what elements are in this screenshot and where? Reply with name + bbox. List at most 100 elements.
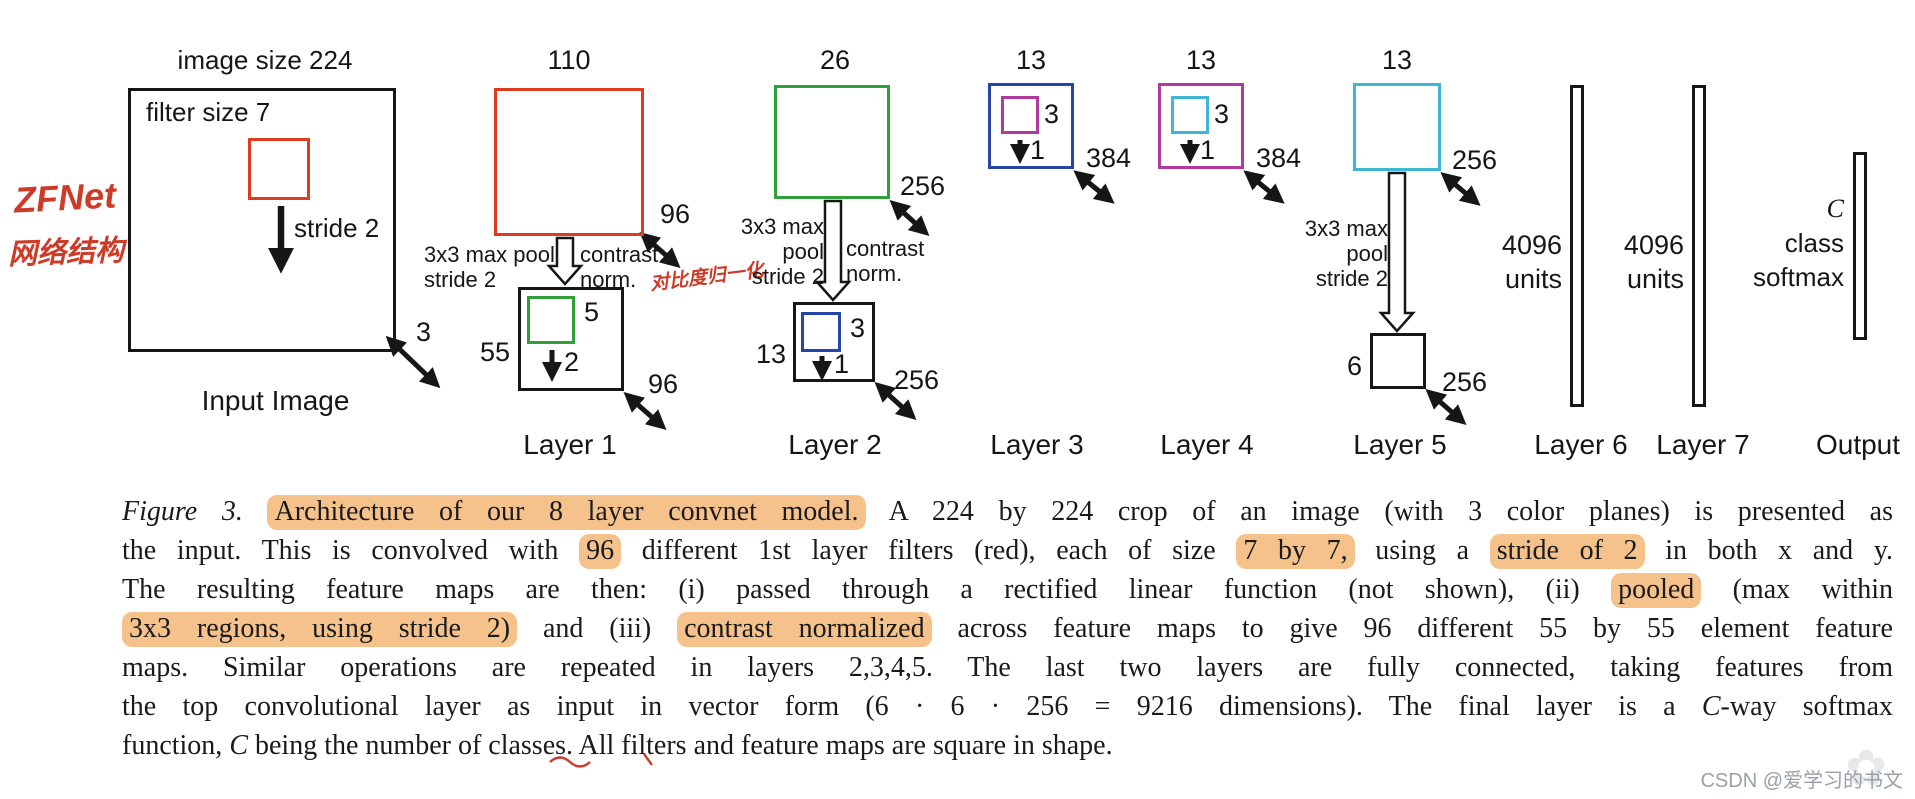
layer2-norm-label: contrast norm. xyxy=(846,236,924,286)
caption-text: A 224 by 224 crop of an image (with 3 co… xyxy=(865,496,1894,527)
caption-highlight: stride of 2 xyxy=(1489,534,1645,569)
output-text: C class softmax xyxy=(1738,192,1844,294)
layer2-filter-square xyxy=(801,312,841,352)
layer6-units-label: 4096 units xyxy=(1468,228,1562,296)
layer1-depth-bottom-label: 96 xyxy=(648,369,679,399)
caption-text: -way softmax xyxy=(1720,691,1893,722)
layer2-norm-line2: norm. xyxy=(846,261,903,286)
layer2-pool-line3: stride 2 xyxy=(751,264,824,289)
output-bar xyxy=(1853,152,1867,340)
input-size-label: image size 224 xyxy=(177,45,353,75)
zfnet-handwriting-subtitle: 网络结构 xyxy=(7,234,125,272)
layer1-pool-label: 3x3 max pool stride 2 xyxy=(424,242,555,292)
layer4-size-label: 13 xyxy=(1185,45,1217,75)
layer4-depth-arrow xyxy=(1243,170,1285,204)
layer5-depth-top-arrow xyxy=(1440,172,1481,206)
layer7-units-line2: units xyxy=(1626,264,1684,294)
caption-text: maps. Similar operations are repeated in… xyxy=(122,652,1893,683)
layer3-filter-size-label: 3 xyxy=(1044,99,1060,129)
caption-math-c: C xyxy=(1701,691,1721,722)
layer3-depth-arrow xyxy=(1073,170,1115,204)
caption-line-6: the top convolutional layer as input in … xyxy=(122,687,1893,726)
output-line3: softmax xyxy=(1752,262,1844,292)
layer2-pooled-size-label: 13 xyxy=(755,339,786,369)
layer2-stride-label: 1 xyxy=(834,349,850,379)
layer1-depth-top-label: 96 xyxy=(660,199,691,229)
layer2-size-label: 26 xyxy=(819,45,851,75)
layer1-filter-square xyxy=(527,296,575,344)
watermark-logo-icon: ✿ xyxy=(1845,740,1887,796)
layer1-pool-line1: 3x3 max pool xyxy=(424,242,555,267)
layer5-pool-line3: stride 2 xyxy=(1315,266,1388,291)
layer6-units-line2: units xyxy=(1504,264,1562,294)
caption-highlight: 3x3 regions, using stride 2) xyxy=(122,612,518,647)
layer4-stride-label: 1 xyxy=(1200,135,1216,165)
caption-line-5: maps. Similar operations are repeated in… xyxy=(122,648,1893,687)
layer1-feature-square xyxy=(494,88,644,236)
input-image-caption: Input Image xyxy=(201,385,350,416)
layer4-feature-square xyxy=(1158,83,1244,169)
layer3-stride-label: 1 xyxy=(1030,135,1046,165)
caption-math-c: C xyxy=(229,730,248,761)
caption-text: across feature maps to give 96 different… xyxy=(931,613,1893,644)
layer5-label: Layer 5 xyxy=(1353,429,1447,460)
figure-number: Figure 3. xyxy=(122,496,268,527)
layer2-depth-bottom-label: 256 xyxy=(894,365,940,395)
layer5-pool-line1: 3x3 max xyxy=(1304,216,1388,241)
layer2-pool-line1: 3x3 max xyxy=(740,214,824,239)
caption-highlight: pooled xyxy=(1611,573,1702,608)
input-depth-label: 3 xyxy=(416,317,432,347)
layer7-label: Layer 7 xyxy=(1656,429,1750,460)
layer3-label: Layer 3 xyxy=(990,429,1084,460)
output-line1: C xyxy=(1826,194,1844,223)
handwriting-underline xyxy=(549,753,653,768)
caption-highlight: Architecture of our 8 layer convnet mode… xyxy=(267,495,866,530)
output-line2: class xyxy=(1784,228,1844,258)
layer3-size-label: 13 xyxy=(1015,45,1047,75)
zfnet-handwriting-title: ZFNet xyxy=(12,174,117,221)
input-stride-label: stride 2 xyxy=(294,213,380,243)
caption-text: and (iii) xyxy=(517,613,678,644)
caption-highlight: contrast normalized xyxy=(677,612,932,647)
caption-highlight: 7 by 7, xyxy=(1236,534,1355,569)
caption-text: function, xyxy=(122,730,230,761)
layer6-fc-bar xyxy=(1570,85,1584,407)
caption-text: The resulting feature maps are then: (i)… xyxy=(122,574,1612,605)
output-label: Output xyxy=(1815,429,1901,460)
caption-text: (max within xyxy=(1701,574,1893,605)
layer1-label: Layer 1 xyxy=(523,429,617,460)
layer1-filter-size-label: 5 xyxy=(584,297,600,327)
layer6-label: Layer 6 xyxy=(1534,429,1628,460)
layer7-units-line1: 4096 xyxy=(1623,230,1684,260)
layer1-pool-line2: stride 2 xyxy=(424,267,497,292)
caption-text: being the number of classes. All filters… xyxy=(248,730,1113,761)
caption-text: using a xyxy=(1354,535,1490,566)
layer5-pooled-square xyxy=(1370,333,1426,389)
layer7-fc-bar xyxy=(1692,85,1706,407)
input-filter-square xyxy=(248,138,310,200)
layer2-norm-line1: contrast xyxy=(846,236,925,261)
watermark-text: CSDN @爱学习的书文 xyxy=(1700,770,1903,792)
caption-line-2: the input. This is convolved with 96 dif… xyxy=(122,531,1893,570)
layer7-units-label: 4096 units xyxy=(1590,228,1684,296)
caption-text: different 1st layer filters (red), each … xyxy=(621,535,1237,566)
layer2-pool-line2: pool xyxy=(782,239,824,264)
layer1-depth-bottom-arrow xyxy=(623,392,667,430)
caption-text: the input. This is convolved with xyxy=(122,535,580,566)
layer2-depth-top-label: 256 xyxy=(900,171,946,201)
layer5-pool-line2: pool xyxy=(1346,241,1388,266)
caption-text: in both x and y. xyxy=(1644,535,1894,566)
layer1-norm-label: contrast norm. xyxy=(580,242,658,292)
caption-line-3: The resulting feature maps are then: (i)… xyxy=(122,570,1893,609)
layer2-feature-square xyxy=(774,85,890,199)
layer4-depth-label: 384 xyxy=(1256,143,1302,173)
layer4-filter-square xyxy=(1171,96,1209,134)
layer1-stride-label: 2 xyxy=(564,347,580,377)
figure-caption: Figure 3. Architecture of our 8 layer co… xyxy=(122,492,1893,765)
layer3-filter-square xyxy=(1001,96,1039,134)
layer5-feature-square xyxy=(1353,83,1441,171)
layer3-feature-square xyxy=(988,83,1074,169)
layer2-depth-top-arrow xyxy=(889,199,930,237)
caption-line-7: function, C being the number of classes.… xyxy=(122,726,1893,765)
layer4-label: Layer 4 xyxy=(1160,429,1254,460)
